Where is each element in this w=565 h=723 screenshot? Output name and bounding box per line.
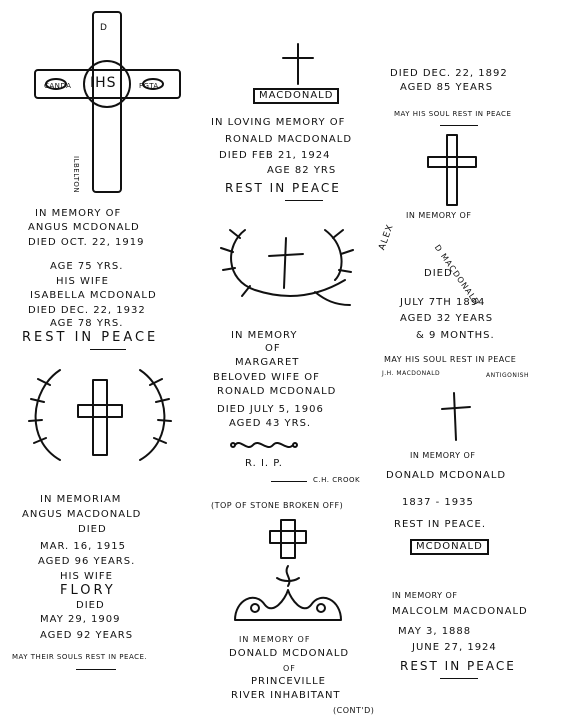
alex-line-3: Aged 32 years [400,313,494,324]
angus1915-line-1: In Memoriam [40,494,122,505]
angus1915-line-11: May their Souls Rest In Peace. [12,653,148,661]
angus1919-line-1: In memory of [35,208,122,219]
malcolm-line-4: June 27, 1924 [412,642,497,653]
donald-pv-line-4: Princeville [251,676,326,687]
ornament-icon [230,442,298,448]
donald-pv-line-3: of [283,664,296,673]
underline [271,481,307,482]
malcolm-line-1: In Memory of [392,591,458,600]
angus1919-line-7: Died Dec. 22, 1932 [28,305,146,316]
ronald-line-4: Age 82 yrs [267,165,337,176]
angus1919-line-9: Rest In Peace [22,330,159,345]
alex-line-1: Died [424,268,453,279]
cross-left-text: CANDA [44,82,72,90]
alex-line-2: July 7th 1894 [400,297,486,308]
angus1919-line-5: His wife [56,276,109,287]
cross-icon [441,392,471,441]
cross-bottom-text: ILBELTON [72,156,80,194]
column-right: Died Dec. 22, 1892 Aged 85 years May his… [377,0,565,723]
top-line-2: Aged 85 years [400,82,494,93]
top-line-1: Died Dec. 22, 1892 [390,68,508,79]
donald-line-3: 1837 - 1935 [402,497,474,508]
angus1919-line-3: Died Oct. 22, 1919 [28,237,145,248]
angus1915-line-6: His wife [60,571,113,582]
cross-top-text: D [100,23,108,33]
malcolm-line-3: May 3, 1888 [398,626,472,637]
rip-text: R. I. P. [245,458,283,469]
margaret-line-2: of [265,343,281,354]
underline [440,125,478,126]
ronald-line-5: Rest In Peace [225,181,341,195]
column-middle: MacDonald In Loving Memory of Ronald Mac… [195,0,380,723]
alex-heading: In memory of [406,211,472,220]
macdonald-nameplate: MacDonald [253,88,340,104]
margaret-line-5: Ronald McDonald [217,386,337,397]
donald-pv-line-1: In memory of [239,635,311,644]
column-left: D IHS CANDA FGTA ILBELTON In memory of A… [0,0,195,723]
angus1915-line-8: Died [76,600,105,611]
ronald-line-1: In Loving Memory of [211,117,346,128]
underline [440,678,478,679]
underline [90,349,126,350]
alex-arc-left: Alex [377,222,396,252]
margaret-line-3: Margaret [235,357,300,368]
underline [285,200,323,201]
underline [76,669,116,670]
continued-note: (cont'd) [333,706,375,715]
donald-line-4: Rest In Peace. [394,519,487,530]
angus1919-line-8: Age 78 yrs. [50,318,124,329]
donald-line-1: In memory of [410,451,476,460]
angus1915-line-7: Flory [60,583,116,598]
alex-line-4: & 9 months. [416,330,495,341]
stone-maker-text: C.H. Crook [313,476,361,484]
mcdonald-nameplate: McDonald [410,539,489,555]
ronald-line-2: Ronald MacDonald [225,134,353,145]
alex-maker-right: Antigonish [486,372,529,379]
top-line-3: May his Soul Rest In Peace [394,110,512,118]
ronald-line-3: Died Feb 21, 1924 [219,150,331,161]
donald-pv-line-5: River Inhabitant [231,690,341,701]
carved-scroll-icon [234,565,342,621]
margaret-line-6: Died July 5, 1906 [217,404,324,415]
margaret-line-4: Beloved Wife of [213,372,320,383]
donald-pv-line-2: Donald McDonald [229,648,350,659]
angus1919-line-2: Angus McDonald [28,222,140,233]
cross-center-text: IHS [90,75,117,91]
cross-right-text: FGTA [139,82,159,90]
angus1915-line-2: Angus MacDonald [22,509,142,520]
donald-line-2: Donald McDonald [386,470,507,481]
ihs-small-cross-icon [269,519,307,559]
angus1915-line-3: Died [78,524,107,535]
angus1919-line-4: Age 75 yrs. [50,261,124,272]
alex-line-5: May his Soul Rest in Peace [384,355,517,364]
angus1915-line-5: Aged 96 years. [38,556,136,567]
margaret-line-7: Aged 43 yrs. [229,418,312,429]
wreath-cross-icon [220,229,354,306]
margaret-line-1: In Memory [231,330,298,341]
angus1919-line-6: Isabella McDonald [30,290,157,301]
wreath-cross-icon [28,369,172,461]
broken-stone-note: (Top of Stone Broken off) [211,501,344,510]
ihs-cross-icon [34,11,181,193]
malcolm-line-2: Malcolm MacDonald [392,606,528,617]
angus1915-line-4: Mar. 16, 1915 [40,541,126,552]
malcolm-line-5: Rest In Peace [400,659,516,673]
angus1915-line-10: Aged 92 years [40,630,134,641]
alex-maker-left: J.H. MacDonald [382,370,441,377]
angus1915-line-9: May 29, 1909 [40,614,121,625]
small-cross-icon [282,43,314,85]
cross-icon [427,134,477,206]
